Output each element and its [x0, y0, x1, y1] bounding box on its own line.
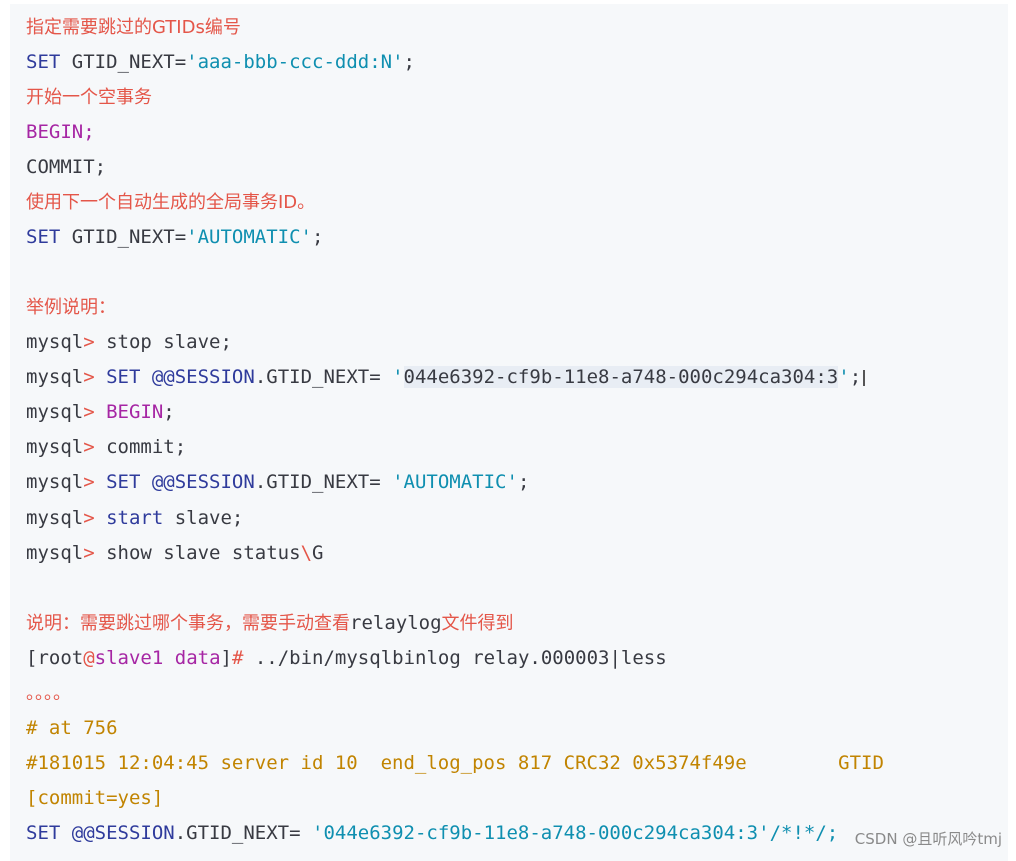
comment-line: 使用下一个自动生成的全局事务ID。 — [26, 192, 316, 213]
text-cursor-icon — [863, 369, 866, 386]
watermark: CSDN @且听风吟tmj — [854, 830, 1002, 848]
comment-line: 说明：需要跳过哪个事务，需要手动查看relaylog文件得到 — [26, 612, 514, 634]
code-line: mysql> stop slave; — [26, 331, 232, 353]
code-line: SET GTID_NEXT='aaa-bbb-ccc-ddd:N'; — [26, 51, 415, 73]
code-line: [commit=yes] — [26, 787, 164, 809]
code-line: [root@slave1 data]# ../bin/mysqlbinlog r… — [26, 647, 667, 669]
code-line: mysql> show slave status\G — [26, 542, 324, 564]
selected-text: 044e6392-cf9b-11e8-a748-000c294ca304:3 — [403, 366, 839, 388]
code-line: SET @@SESSION.GTID_NEXT= '044e6392-cf9b-… — [26, 822, 839, 844]
code-line: mysql> commit; — [26, 436, 187, 458]
code-line: #181015 12:04:45 server id 10 end_log_po… — [26, 752, 884, 774]
comment-line: 指定需要跳过的GTIDs编号 — [26, 17, 241, 38]
code-line: SET GTID_NEXT='AUTOMATIC'; — [26, 226, 324, 248]
code-line: mysql> start slave; — [26, 507, 244, 529]
comment-line: 开始一个空事务 — [26, 87, 152, 108]
code-line: COMMIT; — [26, 156, 107, 178]
code-line: mysql> SET @@SESSION.GTID_NEXT= '044e639… — [26, 360, 866, 395]
code-line: # at 756 — [26, 717, 118, 739]
code-line: mysql> BEGIN; — [26, 401, 175, 423]
code-line: BEGIN; — [26, 121, 95, 143]
comment-line: 。。。。 — [26, 683, 71, 704]
code-block: 指定需要跳过的GTIDs编号 SET GTID_NEXT='aaa-bbb-cc… — [10, 4, 1008, 861]
comment-line: 举例说明： — [26, 297, 116, 318]
code-line: mysql> SET @@SESSION.GTID_NEXT= 'AUTOMAT… — [26, 471, 530, 493]
